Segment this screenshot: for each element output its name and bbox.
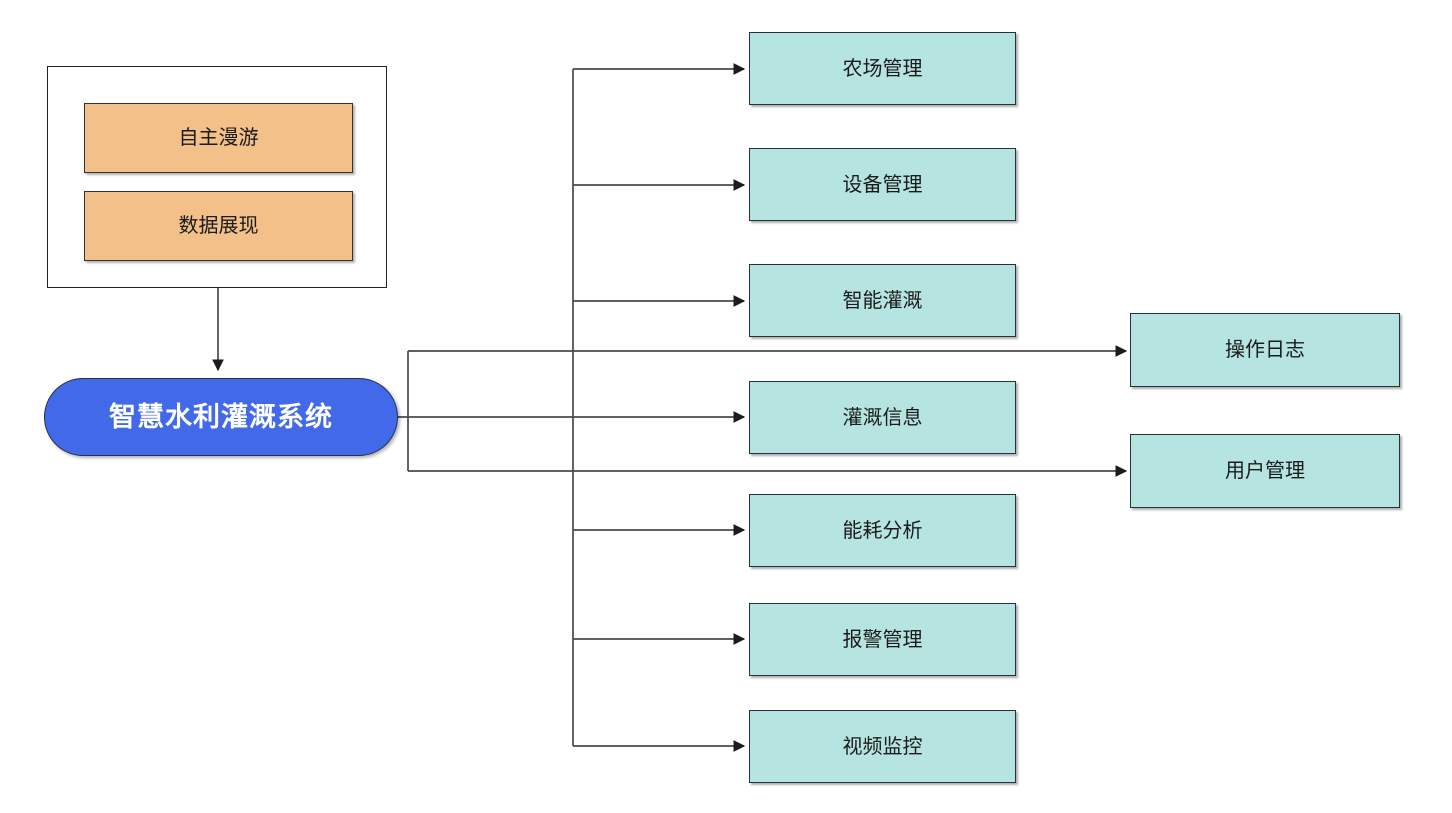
module-irrigation-info[interactable]: 灌溉信息 (749, 381, 1016, 454)
root-node-label: 智慧水利灌溉系统 (109, 401, 333, 432)
group-child-label: 数据展现 (178, 215, 259, 237)
module-energy-analysis[interactable]: 能耗分析 (749, 494, 1016, 567)
module-label: 视频监控 (842, 735, 923, 758)
module-video-surveillance[interactable]: 视频监控 (749, 710, 1016, 783)
module-label: 能耗分析 (842, 519, 923, 542)
group-child-autonomous-roaming[interactable]: 自主漫游 (84, 103, 353, 173)
module-alarm-management[interactable]: 报警管理 (749, 603, 1016, 676)
module-label: 智能灌溉 (842, 289, 923, 312)
root-node[interactable]: 智慧水利灌溉系统 (44, 378, 398, 456)
module-farm-management[interactable]: 农场管理 (749, 32, 1016, 105)
group-child-data-presentation[interactable]: 数据展现 (84, 191, 353, 261)
module-label: 用户管理 (1225, 460, 1305, 482)
module-smart-irrigation[interactable]: 智能灌溉 (749, 264, 1016, 337)
group-child-label: 自主漫游 (178, 127, 259, 149)
module-label: 灌溉信息 (842, 406, 923, 429)
module-user-management[interactable]: 用户管理 (1130, 434, 1400, 508)
module-label: 报警管理 (842, 628, 923, 651)
module-device-management[interactable]: 设备管理 (749, 148, 1016, 221)
module-label: 设备管理 (842, 173, 923, 196)
module-operation-log[interactable]: 操作日志 (1130, 313, 1400, 387)
module-label: 操作日志 (1225, 339, 1305, 361)
module-label: 农场管理 (842, 57, 923, 80)
